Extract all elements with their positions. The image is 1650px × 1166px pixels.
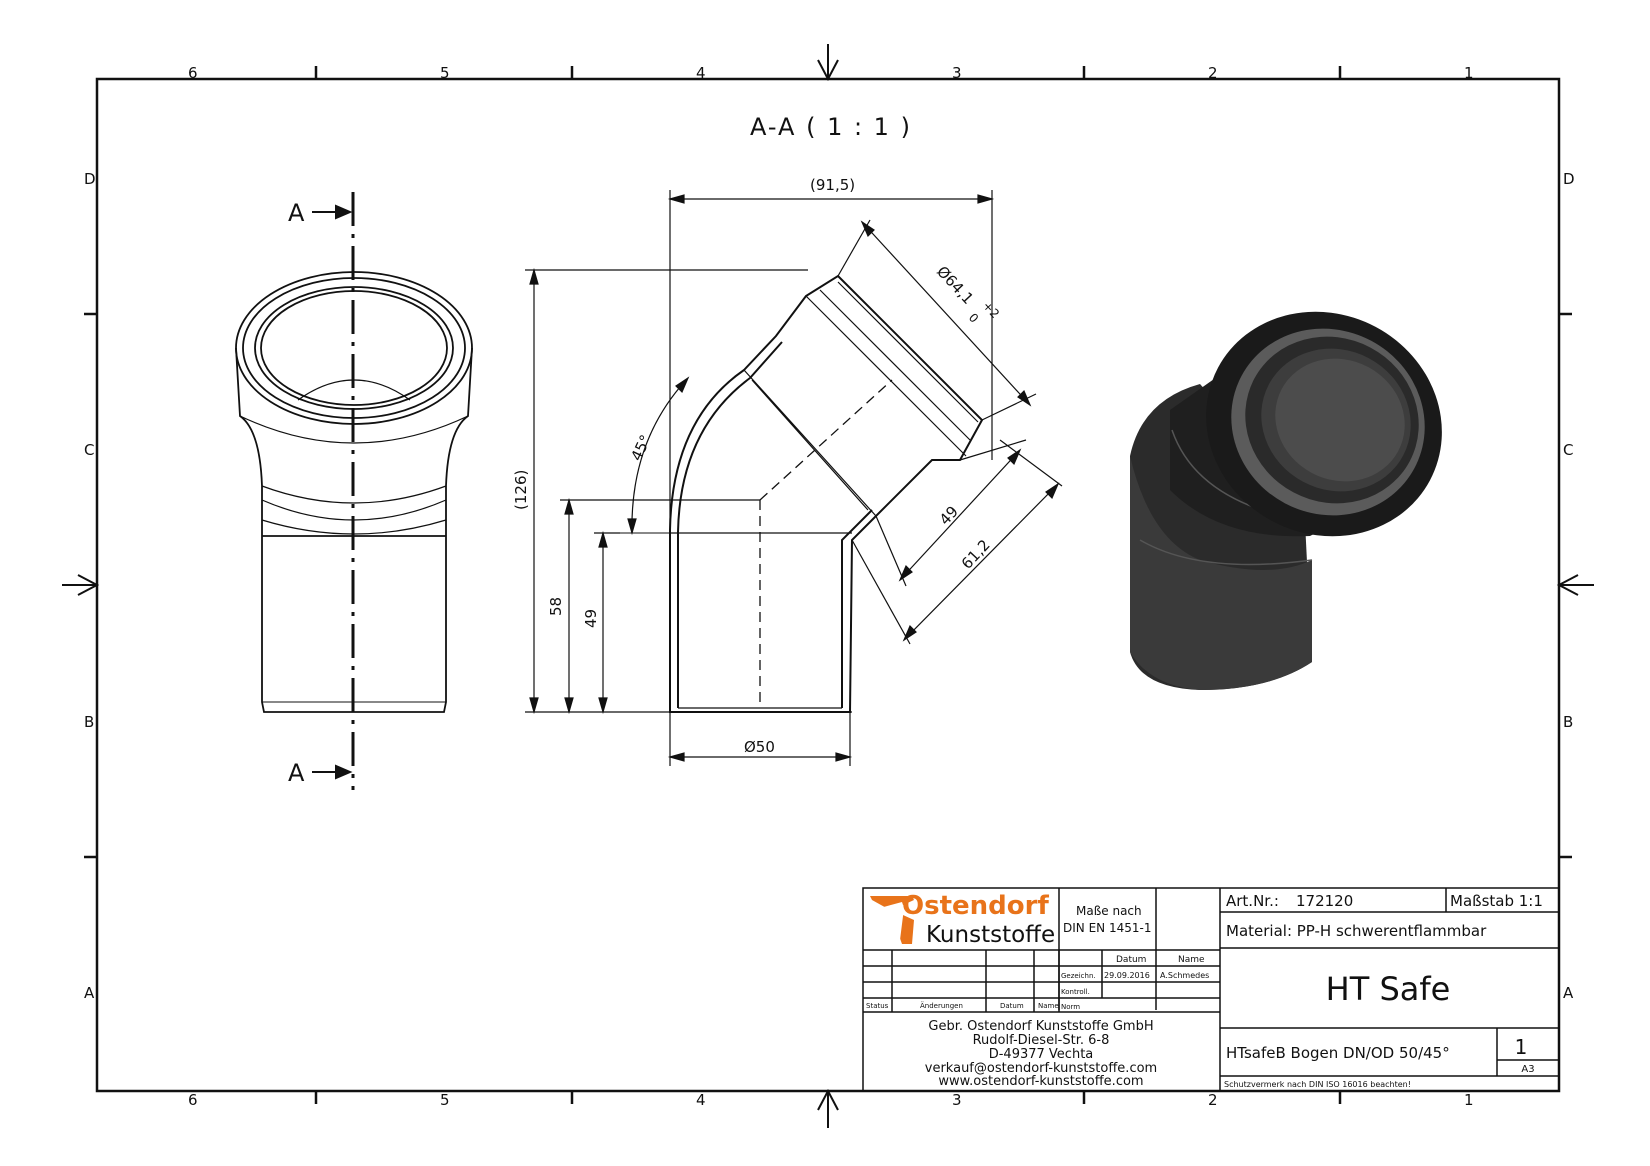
company-email: verkauf@ostendorf-kunststoffe.com <box>925 1061 1157 1076</box>
material-value: Material: PP-H schwerentflammbar <box>1226 922 1487 940</box>
row-label: D <box>84 170 96 188</box>
col-label: 6 <box>188 1091 198 1109</box>
gezeichnet-datum: 29.09.2016 <box>1104 971 1150 980</box>
col-datum: Datum <box>1116 955 1146 965</box>
col-label: 4 <box>696 1091 706 1109</box>
product-name: HT Safe <box>1326 970 1451 1008</box>
row-labels-left: D C B A <box>84 170 96 1002</box>
col-label: 2 <box>1208 64 1218 82</box>
company-name: Gebr. Ostendorf Kunststoffe GmbH <box>928 1019 1153 1034</box>
ostendorf-logo: Ostendorf Kunststoffe <box>870 891 1055 948</box>
title-block <box>862 887 1560 1092</box>
art-nr-value: 172120 <box>1296 892 1353 910</box>
view-title: A-A ( 1 : 1 ) <box>750 113 912 141</box>
company-city: D-49377 Vechta <box>989 1047 1094 1062</box>
row-label: D <box>1563 170 1575 188</box>
row-label: A <box>84 984 95 1002</box>
frame-ticks <box>84 66 1572 1104</box>
col-label: 1 <box>1464 64 1474 82</box>
row-labels-right: D C B A <box>1563 170 1575 1002</box>
section-label: A <box>288 759 305 787</box>
centering-arrows <box>62 44 1594 1128</box>
col-datum2: Datum <box>1000 1002 1024 1010</box>
row-label: B <box>1563 713 1573 731</box>
row-label: A <box>1563 984 1574 1002</box>
dim-height-58: 58 <box>547 597 565 616</box>
dim-height-49: 49 <box>582 609 600 628</box>
logo-text-line2: Kunststoffe <box>926 922 1055 948</box>
col-name: Name <box>1178 955 1205 965</box>
col-name2: Name <box>1038 1002 1059 1010</box>
section-marks <box>312 204 353 780</box>
masse-nach-norm: DIN EN 1451-1 <box>1063 921 1151 935</box>
scale-value: Maßstab 1:1 <box>1450 892 1543 910</box>
dim-angle: 45° <box>627 432 655 464</box>
col-label: 6 <box>188 64 198 82</box>
dim-socket-diameter: Ø64,1 <box>933 262 977 307</box>
iso-rendering <box>1130 311 1442 690</box>
company-street: Rudolf-Diesel-Str. 6-8 <box>973 1033 1110 1048</box>
column-labels-bottom: 6 5 4 3 2 1 <box>188 1091 1474 1109</box>
section-label: A <box>288 199 305 227</box>
dim-socket-depth: 49 <box>936 502 962 528</box>
col-label: 3 <box>952 1091 962 1109</box>
col-label: 5 <box>440 64 450 82</box>
section-view: (91,5) (126) 58 49 Ø50 45° Ø64,1 +2 0 49… <box>512 176 1063 766</box>
row-kontroll: Kontroll. <box>1061 988 1090 996</box>
dim-tol-lower: 0 <box>966 310 981 325</box>
dim-width-top: (91,5) <box>810 176 855 194</box>
dimension-lines <box>525 190 1063 766</box>
row-norm: Norm <box>1061 1003 1080 1011</box>
row-label: C <box>84 441 94 459</box>
col-aenderungen: Änderungen <box>920 1001 963 1010</box>
masse-nach-label: Maße nach <box>1076 904 1142 918</box>
logo-text-line1: Ostendorf <box>902 891 1049 921</box>
protection-note: Schutzvermerk nach DIN ISO 16016 beachte… <box>1224 1080 1411 1089</box>
sheet-format: A3 <box>1521 1064 1534 1075</box>
dim-diameter-50: Ø50 <box>744 738 775 756</box>
gezeichnet-name: A.Schmedes <box>1160 971 1209 980</box>
col-status: Status <box>866 1002 889 1010</box>
dim-tol-upper: +2 <box>980 298 1002 320</box>
col-label: 2 <box>1208 1091 1218 1109</box>
part-description: HTsafeB Bogen DN/OD 50/45° <box>1226 1044 1450 1062</box>
art-nr-label: Art.Nr.: <box>1226 892 1279 910</box>
sheet-number: 1 <box>1515 1035 1528 1059</box>
dim-height-total: (126) <box>512 470 530 510</box>
col-label: 4 <box>696 64 706 82</box>
col-label: 1 <box>1464 1091 1474 1109</box>
row-label: B <box>84 713 94 731</box>
company-web: www.ostendorf-kunststoffe.com <box>938 1074 1143 1089</box>
column-labels-top: 6 5 4 3 2 1 <box>188 64 1474 82</box>
row-label: C <box>1563 441 1573 459</box>
front-view: A A <box>235 192 473 790</box>
row-gezeichnet: Gezeichn. <box>1061 972 1096 980</box>
col-label: 5 <box>440 1091 450 1109</box>
col-label: 3 <box>952 64 962 82</box>
